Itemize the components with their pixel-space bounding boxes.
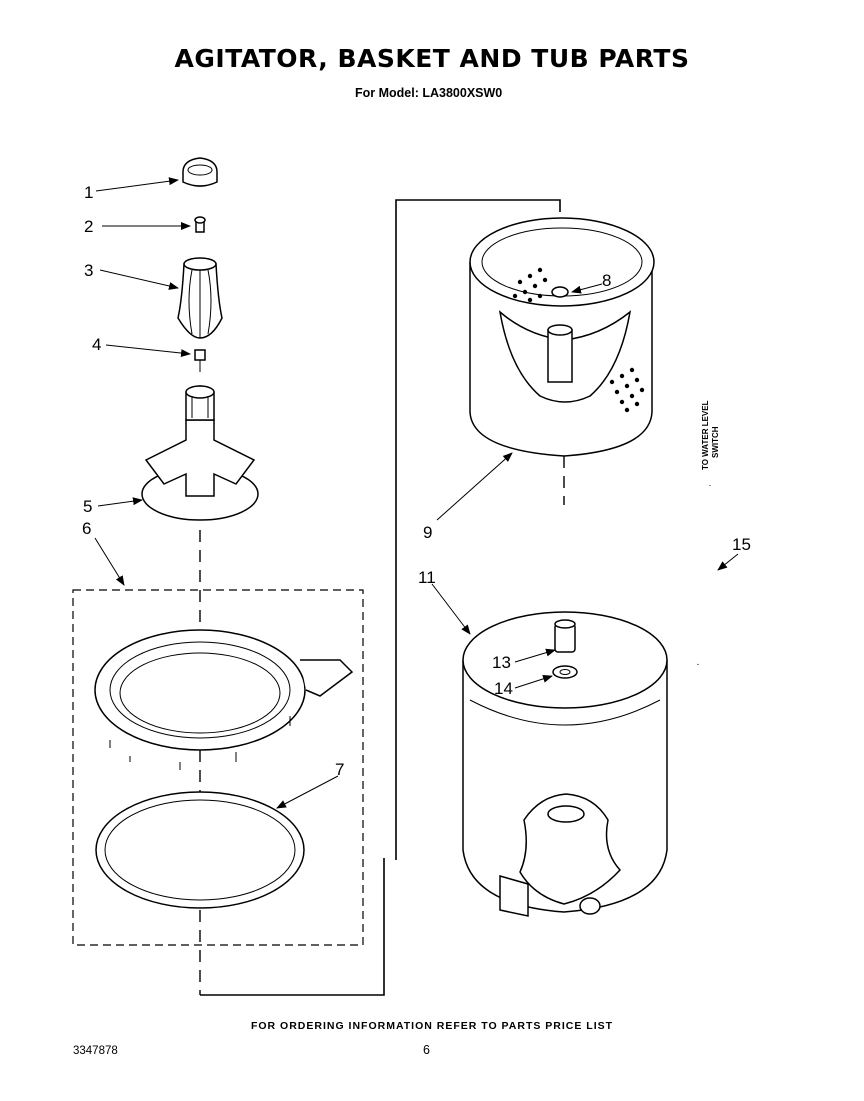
agitator-cap-part	[182, 157, 218, 187]
callout-11: 11	[418, 568, 436, 587]
basket-part	[469, 217, 655, 457]
callout-7: 7	[335, 760, 344, 779]
callout-1: 1	[84, 183, 93, 202]
bolt-part	[194, 216, 206, 233]
callout-6: 6	[82, 519, 91, 538]
part-group-box	[72, 589, 364, 946]
callout-15: 15	[732, 535, 751, 554]
callout-13: 13	[492, 653, 511, 672]
tub-ring-part	[94, 629, 354, 770]
connector-line-top	[395, 199, 561, 860]
connector-line-bottom	[200, 858, 385, 996]
washer-part	[552, 665, 578, 679]
agitator-base-part	[141, 385, 259, 521]
seal-part	[554, 619, 576, 653]
page-number: 6	[423, 1043, 430, 1057]
callout-5: 5	[83, 497, 92, 516]
callout-8: 8	[602, 271, 611, 290]
callout-4: 4	[92, 335, 101, 354]
ordering-note: FOR ORDERING INFORMATION REFER TO PARTS …	[250, 1020, 614, 1032]
document-number: 3347878	[73, 1045, 118, 1057]
callout-3: 3	[84, 261, 93, 280]
callout-2: 2	[84, 217, 93, 236]
callout-9: 9	[423, 523, 432, 542]
tub-part	[462, 611, 668, 917]
model-subtitle: For Model: LA3800XSW0	[355, 86, 503, 100]
coupling-part	[194, 349, 206, 372]
page-title: AGITATOR, BASKET AND TUB PARTS	[174, 44, 690, 73]
water-level-label-line1: TO WATER LEVEL	[701, 400, 710, 470]
water-level-label-line2: SWITCH	[711, 426, 720, 458]
ring-gasket-part	[95, 791, 305, 909]
agitator-barrel-part	[177, 257, 223, 339]
callout-14: 14	[494, 679, 513, 698]
